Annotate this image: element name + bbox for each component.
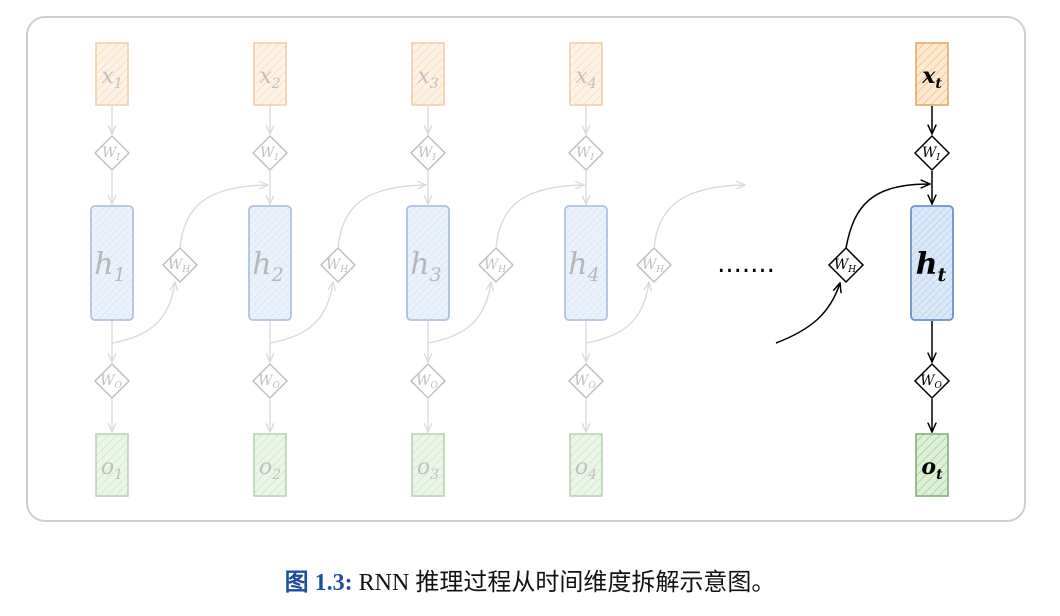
hidden-box [564,205,608,321]
hidden-box [406,205,450,321]
input-weight-label: WI [102,145,120,163]
hidden-weight: WH [319,246,357,284]
output-label: o1 [101,455,123,483]
output-weight-label: WO [920,373,942,391]
ellipsis: ....... [717,249,775,279]
output-weight-label: WO [258,373,280,391]
hidden-weight: WH [161,246,199,284]
output-box [411,433,445,497]
input-weight-label: WI [576,145,594,163]
hidden-weight-label: WH [326,257,348,275]
hidden-label: h2 [252,247,283,286]
hidden-weight: WH [635,246,673,284]
hidden-weight: WH [827,246,865,284]
hidden-label: h4 [568,247,599,286]
output-label: o2 [259,455,281,483]
input-label: x2 [259,64,280,92]
hidden-weight-label: WH [168,257,190,275]
output-label: ot [921,454,943,483]
output-label: o4 [575,455,597,483]
hidden-weight-label: WH [642,257,664,275]
input-weight: WI [409,134,447,172]
input-weight: WI [567,134,605,172]
input-box [95,42,129,106]
output-label: o3 [417,455,439,483]
output-weight: WO [251,362,289,400]
input-weight: WI [913,134,951,172]
input-weight-label: WI [922,145,940,163]
hidden-weight-label: WH [484,257,506,275]
hidden-label: h1 [94,247,125,286]
output-box [915,433,949,497]
output-weight: WO [409,362,447,400]
hidden-box [910,205,954,321]
input-label: x3 [417,64,438,92]
output-box [569,433,603,497]
output-weight-label: WO [574,373,596,391]
hidden-weight: WH [477,246,515,284]
hidden-box [90,205,134,321]
output-weight: WO [93,362,131,400]
input-box [253,42,287,106]
output-weight-label: WO [100,373,122,391]
input-box [915,42,949,106]
caption-label: 图 1.3: [284,570,353,596]
output-box [95,433,129,497]
output-weight: WO [567,362,605,400]
output-box [253,433,287,497]
input-weight-label: WI [418,145,436,163]
output-weight: WO [913,362,951,400]
input-label: x1 [101,64,122,92]
figure-caption: 图 1.3: RNN 推理过程从时间维度拆解示意图。 [0,562,1060,597]
hidden-box [248,205,292,321]
input-label: xt [921,63,942,92]
input-box [569,42,603,106]
rnn-unrolled-diagram: x1WIh1WOo1WHx2WIh2WOo2WHx3WIh3WOo3WHx4WI… [26,16,1026,522]
input-weight: WI [251,134,289,172]
hidden-label: ht [916,247,947,286]
caption-text: RNN 推理过程从时间维度拆解示意图。 [352,570,776,596]
input-weight: WI [93,134,131,172]
input-box [411,42,445,106]
input-weight-label: WI [260,145,278,163]
output-weight-label: WO [416,373,438,391]
input-label: x4 [575,64,596,92]
hidden-label: h3 [410,247,441,286]
hidden-weight-label: WH [834,257,856,275]
